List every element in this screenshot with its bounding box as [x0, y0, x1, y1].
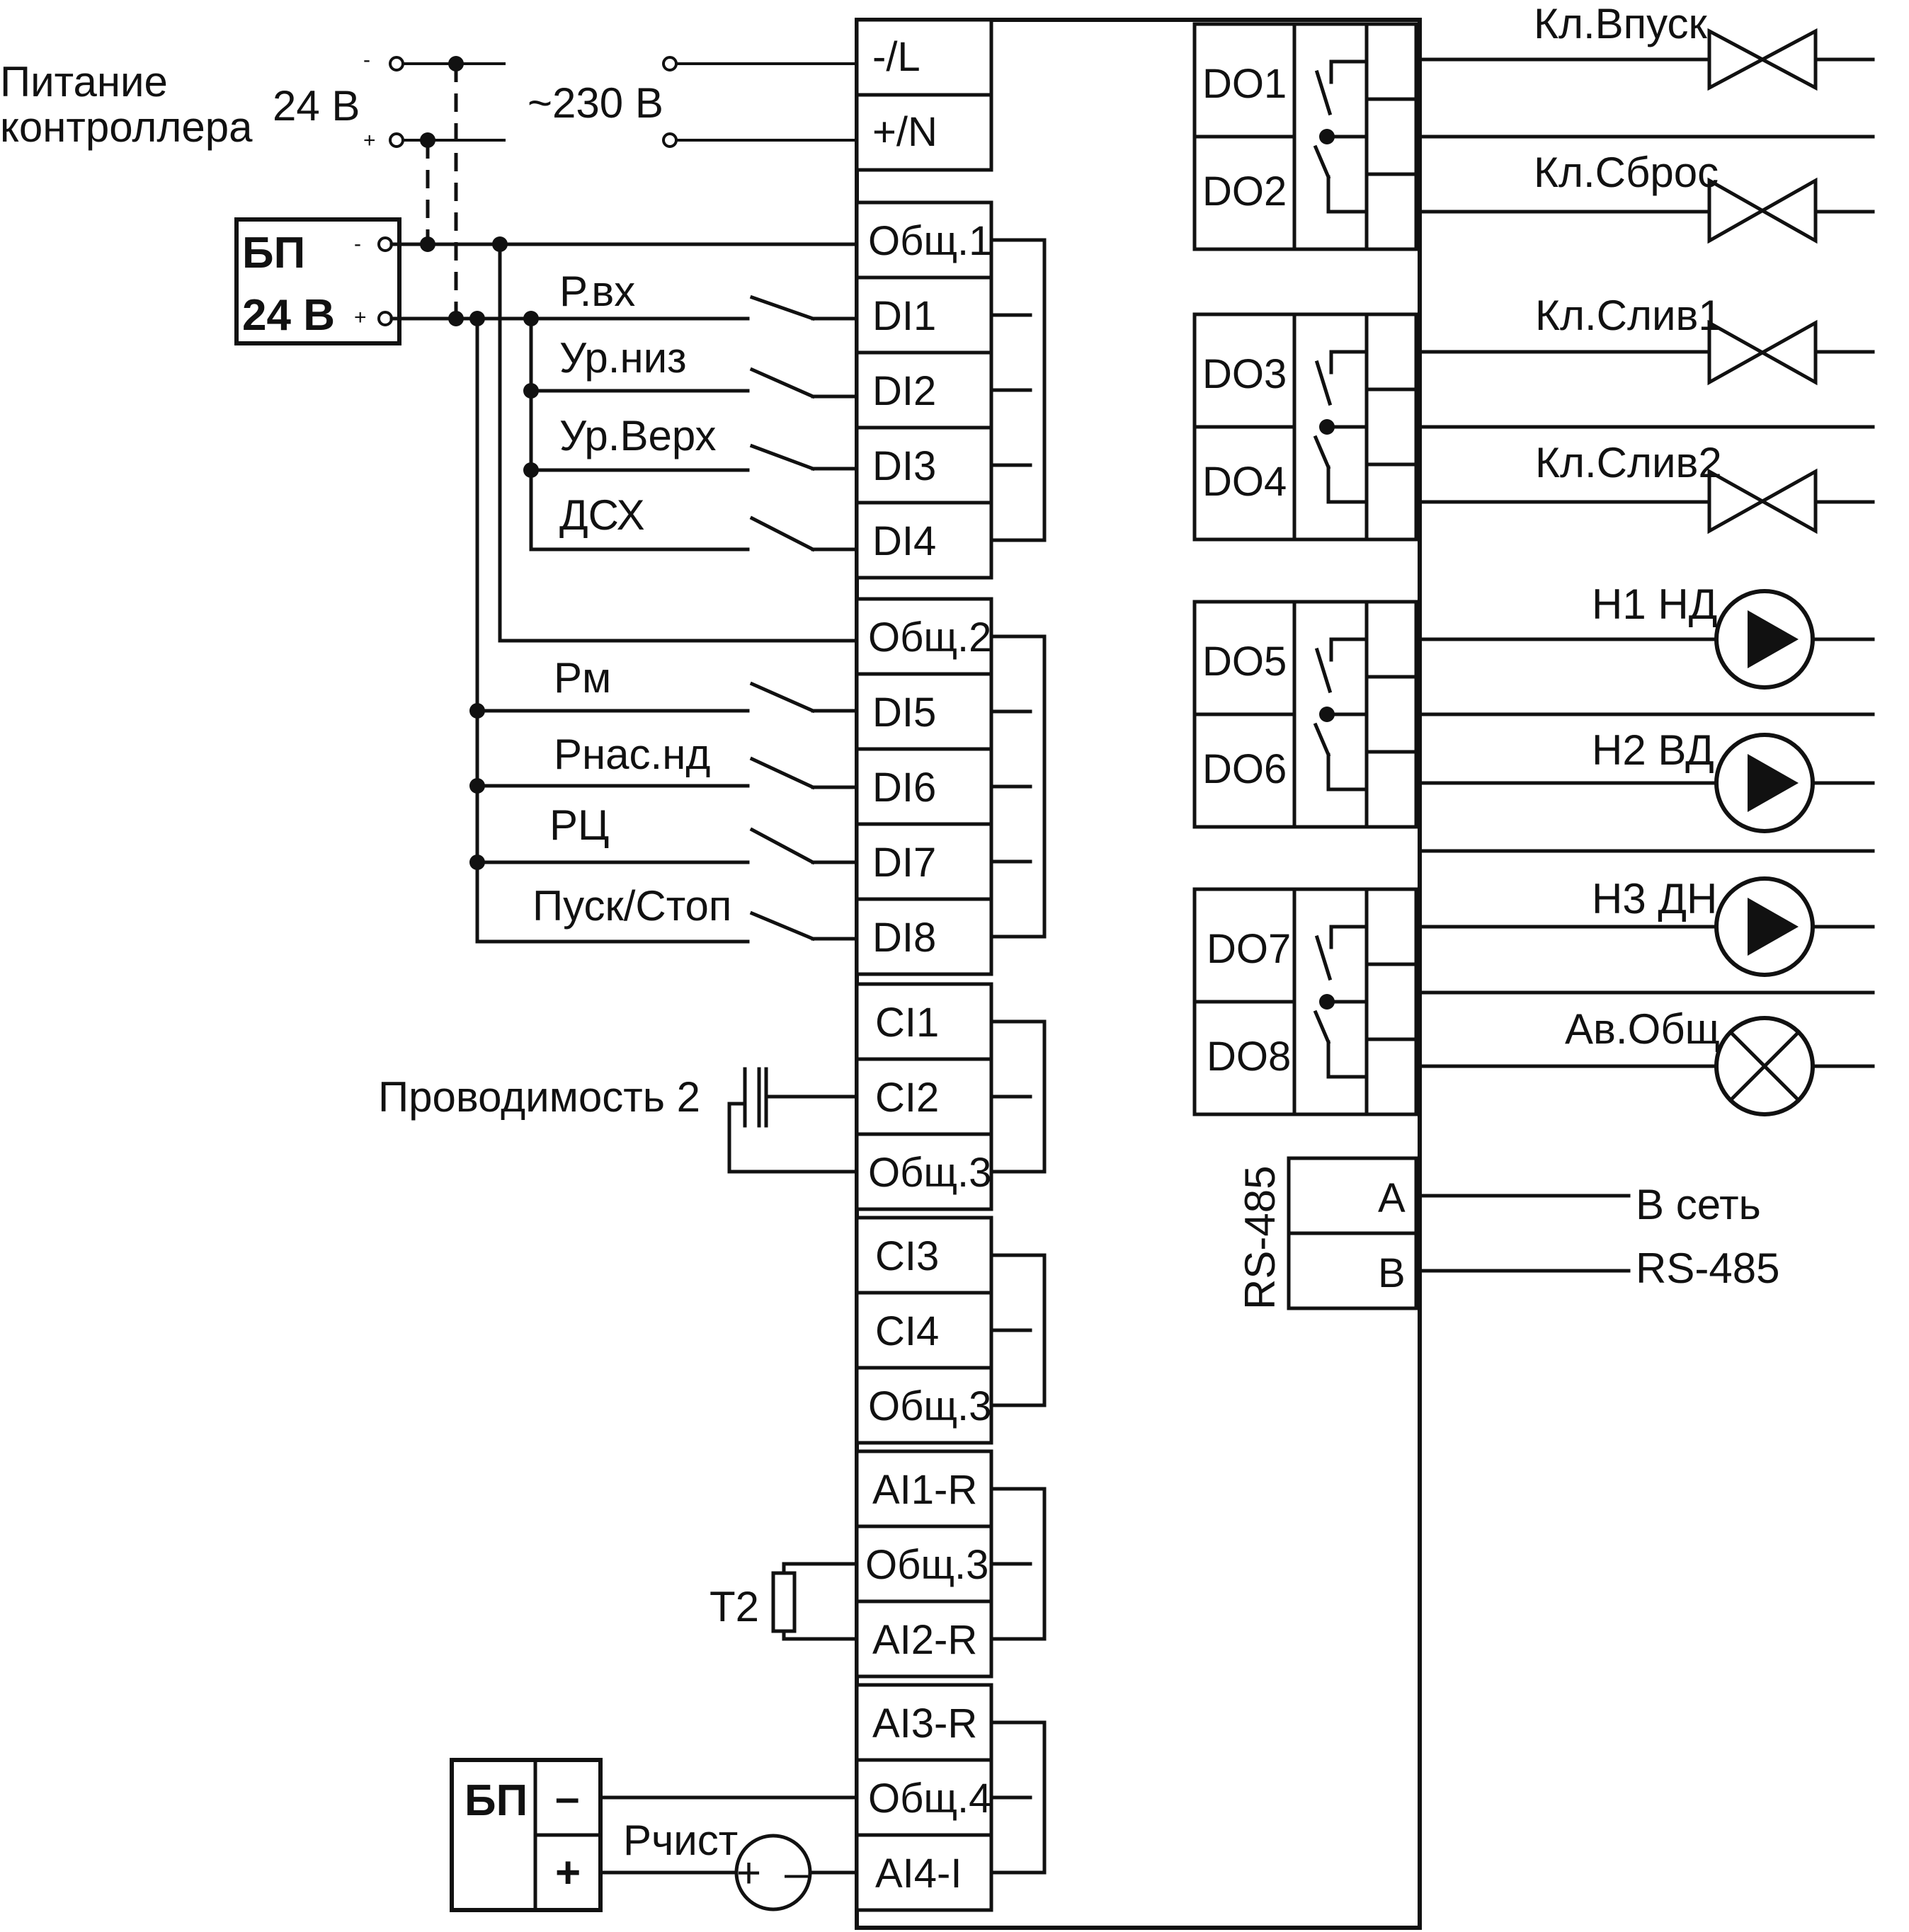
terminal-di4: DI4 — [872, 518, 936, 564]
terminal-ai1r: AI1-R — [872, 1467, 977, 1513]
input-label-pusk-stop: Пуск/Стоп — [532, 882, 731, 930]
rs485-net-line2: RS-485 — [1636, 1245, 1779, 1292]
conductivity-sensor: Проводимость 2 — [378, 1067, 859, 1174]
psu-voltage: 24 В — [242, 291, 335, 340]
pressure-label: Рчист — [623, 1817, 738, 1864]
psu-bottom-plus: + — [555, 1848, 581, 1897]
terminal-com4: Общ.4 — [868, 1776, 991, 1822]
output-do7: DO7 — [1207, 926, 1291, 972]
terminal-n: +/N — [872, 109, 938, 155]
rs485-block: A B RS-485 В сеть RS-485 — [1236, 1156, 1779, 1310]
terminal-com1: Общ.1 — [868, 218, 991, 264]
terminal-labels: -/L +/N Общ.1 DI1 DI2 DI3 DI4 Общ.2 DI5 … — [865, 34, 991, 1897]
terminal-l: -/L — [872, 34, 921, 80]
output-do8: DO8 — [1207, 1034, 1291, 1080]
power-minus-sign: - — [363, 48, 370, 72]
terminal-ci2: CI2 — [875, 1075, 939, 1121]
psu-bottom-label: БП — [465, 1776, 528, 1825]
terminal-com3c: Общ.3 — [865, 1542, 988, 1588]
load-label-av-obshch: Ав.Общ — [1565, 1005, 1720, 1053]
load-label-n3-dn: Н3 ДН — [1592, 875, 1717, 922]
input-label-rm: Рм — [554, 654, 611, 702]
load-label-kl-vpusk: Кл.Впуск — [1534, 0, 1707, 47]
terminal-ai3r: AI3-R — [872, 1700, 977, 1747]
output-do1: DO1 — [1202, 61, 1287, 107]
terminal-ci4: CI4 — [875, 1308, 939, 1354]
input-label-rvx: Р.вх — [559, 268, 635, 315]
output-do5: DO5 — [1202, 639, 1287, 685]
psu-bottom-minus: – — [555, 1773, 579, 1822]
pressure-minus-sign: – — [785, 1849, 809, 1897]
terminal-di3: DI3 — [872, 443, 936, 489]
terminal-ci1: CI1 — [875, 1000, 939, 1046]
conductivity-label: Проводимость 2 — [378, 1073, 700, 1121]
terminal-di1: DI1 — [872, 293, 936, 339]
terminal-di6: DI6 — [872, 765, 936, 811]
pressure-plus-sign: + — [736, 1849, 761, 1897]
terminal-com3b: Общ.3 — [868, 1383, 991, 1429]
power-label-line2: контроллера — [0, 103, 253, 151]
power-ac-label: ~230 В — [528, 79, 663, 127]
load-label-kl-sliv2: Кл.Слив2 — [1535, 439, 1722, 486]
power-dc-label: 24 В — [273, 82, 360, 130]
rs485-net-line1: В сеть — [1636, 1181, 1761, 1228]
psu-bottom: БП – + — [450, 1758, 859, 1912]
input-label-rc: РЦ — [549, 801, 609, 849]
digital-inputs-group1: Р.вх Ур.низ Ур.Верх ДСХ — [523, 268, 859, 552]
load-label-kl-sbros: Кл.Сброс — [1534, 149, 1719, 196]
terminal-ci3: CI3 — [875, 1233, 939, 1279]
rs485-a: A — [1378, 1175, 1406, 1221]
digital-inputs-group2: Рм Рнас.нд РЦ Пуск/Стоп — [469, 654, 859, 944]
pressure-transmitter: Рчист + – — [623, 1817, 859, 1911]
temperature-label: Т2 — [710, 1583, 759, 1630]
psu-24v: БП 24 В - + — [234, 217, 401, 345]
psu-label: БП — [242, 229, 305, 278]
terminal-blocks-left — [855, 18, 993, 1912]
power-label-line1: Питание — [0, 58, 168, 105]
terminal-ai4i: AI4-I — [875, 1851, 962, 1897]
controller-power: Питание контроллера 24 В - + ~230 В — [0, 48, 857, 319]
common-bus — [389, 236, 859, 944]
load-label-n2-vd: Н2 ВД — [1592, 726, 1714, 774]
terminal-di7: DI7 — [872, 840, 936, 886]
load-label-n1-nd: Н1 НД — [1592, 581, 1717, 628]
input-label-ur-niz: Ур.низ — [559, 334, 687, 382]
group-brackets-left — [989, 238, 1047, 1875]
psu-minus-sign: - — [354, 232, 361, 256]
terminal-di2: DI2 — [872, 368, 936, 414]
psu-plus-sign: + — [354, 306, 367, 329]
terminal-ai2r: AI2-R — [872, 1617, 977, 1663]
output-do4: DO4 — [1202, 459, 1287, 505]
power-plus-sign: + — [363, 129, 376, 152]
rs485-b: B — [1378, 1250, 1406, 1296]
output-do3: DO3 — [1202, 351, 1287, 397]
rs485-label: RS-485 — [1236, 1166, 1284, 1310]
terminal-com2: Общ.2 — [868, 615, 991, 661]
terminal-di5: DI5 — [872, 690, 936, 736]
load-label-kl-sliv1: Кл.Слив1 — [1535, 292, 1722, 339]
input-label-ur-verkh: Ур.Верх — [559, 412, 717, 459]
terminal-com3a: Общ.3 — [868, 1150, 991, 1196]
temperature-sensor: Т2 — [710, 1562, 859, 1641]
input-label-rnas-nd: Рнас.нд — [554, 731, 710, 778]
relay-outputs: DO1 DO2 DO3 DO4 DO5 DO6 DO7 DO8 — [1192, 22, 1418, 1116]
output-do6: DO6 — [1202, 746, 1287, 792]
output-loads: Кл.Впуск Кл.Сброс Кл.Слив1 Кл.Слив2 Н1 Н… — [1418, 0, 1875, 1116]
terminal-di8: DI8 — [872, 915, 936, 961]
input-label-dsh: ДСХ — [559, 491, 645, 539]
output-do2: DO2 — [1202, 168, 1287, 215]
